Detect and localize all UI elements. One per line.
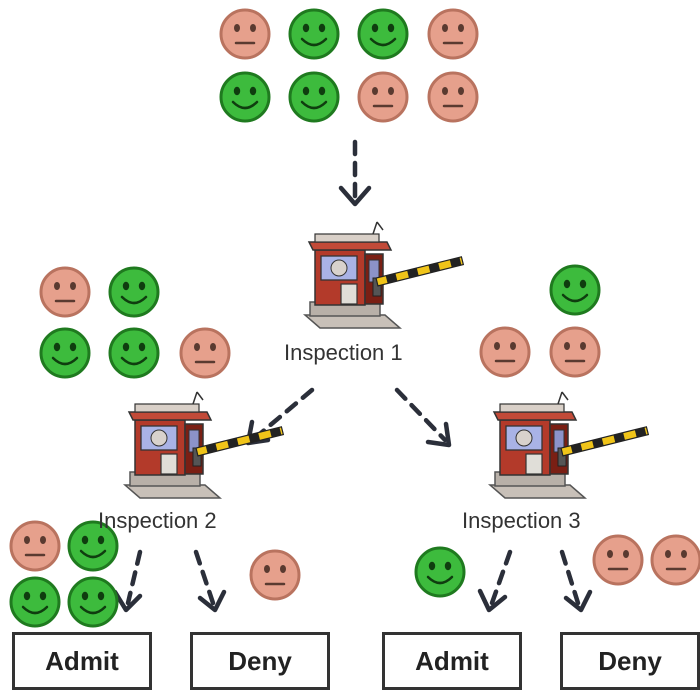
inspection-3-input-group bbox=[479, 264, 601, 378]
inspection-2-deny-group bbox=[249, 549, 301, 601]
population-group bbox=[219, 8, 479, 123]
checkpoint-2-icon bbox=[124, 391, 285, 499]
arrow-inspection-2-to-admit bbox=[112, 549, 143, 613]
inspection-3-deny-group bbox=[592, 534, 700, 586]
neutral-face-icon bbox=[427, 71, 479, 123]
happy-face-icon bbox=[108, 266, 160, 318]
neutral-face-icon bbox=[39, 266, 91, 318]
inspection-1-label: Inspection 1 bbox=[284, 340, 403, 365]
inspection-2-label: Inspection 2 bbox=[98, 508, 217, 533]
happy-face-icon bbox=[288, 8, 340, 60]
neutral-face-icon bbox=[9, 520, 61, 572]
neutral-face-icon bbox=[219, 8, 271, 60]
arrows bbox=[112, 139, 593, 613]
neutral-face-icon bbox=[179, 327, 231, 379]
happy-face-icon bbox=[357, 8, 409, 60]
happy-face-icon bbox=[549, 264, 601, 316]
happy-face-icon bbox=[108, 327, 160, 379]
deny-box-2: Deny bbox=[560, 632, 700, 690]
neutral-face-icon bbox=[592, 534, 644, 586]
neutral-face-icon bbox=[249, 549, 301, 601]
happy-face-icon bbox=[288, 71, 340, 123]
happy-face-icon bbox=[67, 576, 119, 628]
deny-box-1: Deny bbox=[190, 632, 330, 690]
happy-face-icon bbox=[414, 546, 466, 598]
arrow-inspection-3-to-admit bbox=[477, 549, 513, 613]
admit-box-1: Admit bbox=[12, 632, 152, 690]
neutral-face-icon bbox=[357, 71, 409, 123]
inspection-3-label: Inspection 3 bbox=[462, 508, 581, 533]
inspection-2-input-group bbox=[39, 266, 231, 379]
inspection-3-admit-group bbox=[414, 546, 466, 598]
checkpoint-3-icon bbox=[489, 391, 650, 499]
arrow-population-to-inspection-1 bbox=[338, 139, 372, 207]
happy-face-icon bbox=[9, 576, 61, 628]
happy-face-icon bbox=[39, 327, 91, 379]
arrow-inspection-2-to-deny bbox=[193, 549, 227, 613]
arrow-inspection-1-to-inspection-3 bbox=[394, 387, 452, 448]
admit-box-2: Admit bbox=[382, 632, 522, 690]
arrow-inspection-3-to-deny bbox=[559, 549, 593, 613]
neutral-face-icon bbox=[479, 326, 531, 378]
neutral-face-icon bbox=[427, 8, 479, 60]
neutral-face-icon bbox=[650, 534, 700, 586]
happy-face-icon bbox=[219, 71, 271, 123]
checkpoint-1-icon bbox=[304, 221, 465, 329]
inspection-2-admit-group bbox=[9, 520, 119, 628]
neutral-face-icon bbox=[549, 326, 601, 378]
